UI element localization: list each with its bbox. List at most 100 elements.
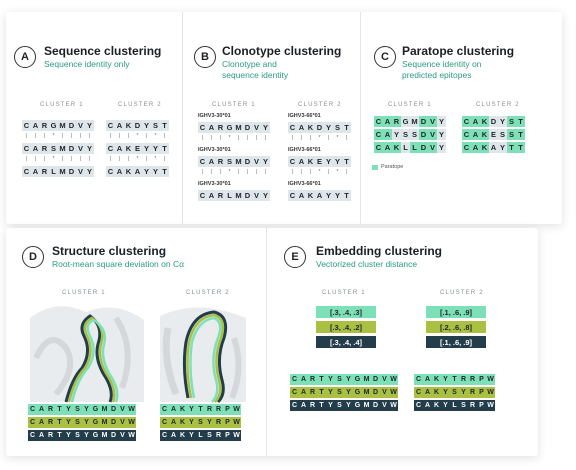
alignment-mark: * <box>318 135 321 141</box>
alignment-mark: | <box>70 156 73 162</box>
panel-b-cluster1-label: CLUSTER 1 <box>212 102 256 108</box>
residue-cell: S <box>498 129 507 140</box>
alignment-mark: | <box>264 135 267 141</box>
residue-cell: R <box>46 417 55 428</box>
alignment-mark: | <box>300 135 303 141</box>
residue-cell: D <box>419 129 428 140</box>
panel-a-cluster2-marks: |||*|*| <box>106 155 169 163</box>
panel-d-cluster1-label: CLUSTER 1 <box>62 290 106 296</box>
residue-cell: V <box>252 190 261 201</box>
residue-cell: K <box>178 430 187 441</box>
residue-cell: R <box>308 387 317 398</box>
panel-e-cluster2-label: CLUSTER 2 <box>440 290 484 296</box>
surface-fold-3 <box>162 327 180 396</box>
residue-cell: D <box>315 122 324 133</box>
alignment-mark: | <box>145 133 148 139</box>
alignment-mark: | <box>61 156 64 162</box>
residue-cell: S <box>73 404 82 415</box>
germline-label-cluster1: IGHV3-30*01 <box>198 147 231 153</box>
residue-cell: E <box>133 143 142 154</box>
residue-cell: D <box>371 374 380 385</box>
residue-cell: W <box>389 387 398 398</box>
residue-cell: T <box>160 143 169 154</box>
alignment-mark: * <box>136 133 139 139</box>
residue-cell: W <box>486 400 495 411</box>
residue-cell: Y <box>333 190 342 201</box>
residue-cell: A <box>297 190 306 201</box>
residue-cell: T <box>196 404 205 415</box>
alignment-mark: | <box>109 133 112 139</box>
residue-cell: K <box>124 143 133 154</box>
residue-cell: A <box>169 430 178 441</box>
residue-cell: Y <box>187 430 196 441</box>
panel-c-badge: C <box>374 46 396 68</box>
residue-cell: A <box>207 156 216 167</box>
residue-cell: M <box>58 166 67 177</box>
alignment-mark: | <box>345 169 348 175</box>
residue-cell: Y <box>85 120 94 131</box>
residue-cell: A <box>423 374 432 385</box>
residue-cell: W <box>486 387 495 398</box>
residue-cell: W <box>127 404 136 415</box>
residue-cell: C <box>462 116 471 127</box>
residue-cell: S <box>225 156 234 167</box>
alignment-mark: | <box>163 133 166 139</box>
residue-cell: K <box>306 190 315 201</box>
alignment-mark: | <box>309 169 312 175</box>
residue-cell: M <box>362 374 371 385</box>
residue-cell: Y <box>326 387 335 398</box>
residue-cell: K <box>178 417 187 428</box>
residue-cell: M <box>362 387 371 398</box>
residue-cell: S <box>450 387 459 398</box>
alignment-mark: | <box>201 135 204 141</box>
residue-cell: T <box>507 142 516 153</box>
ribbon-olive-2 <box>186 313 225 403</box>
residue-cell: Y <box>441 400 450 411</box>
residue-cell: C <box>28 430 37 441</box>
residue-cell: M <box>234 156 243 167</box>
residue-cell: M <box>362 400 371 411</box>
residue-cell: C <box>106 166 115 177</box>
residue-cell: R <box>216 122 225 133</box>
residue-cell: T <box>317 387 326 398</box>
residue-cell: S <box>73 430 82 441</box>
residue-cell: A <box>315 190 324 201</box>
structure-cluster-2-image <box>160 307 246 404</box>
residue-cell: V <box>76 120 85 131</box>
residue-cell: V <box>428 129 437 140</box>
residue-cell: S <box>333 122 342 133</box>
residue-cell: C <box>106 143 115 154</box>
residue-cell: Y <box>344 400 353 411</box>
residue-cell: C <box>374 116 383 127</box>
panel-e-badge: E <box>284 246 306 268</box>
residue-cell: L <box>410 142 419 153</box>
residue-cell: A <box>115 143 124 154</box>
residue-cell: T <box>317 374 326 385</box>
residue-cell: A <box>383 116 392 127</box>
residue-cell: C <box>198 190 207 201</box>
residue-cell: V <box>428 116 437 127</box>
residue-cell: D <box>419 116 428 127</box>
residue-cell: G <box>91 404 100 415</box>
residue-cell: K <box>432 374 441 385</box>
residue-cell: Y <box>64 417 73 428</box>
alignment-mark: | <box>127 156 130 162</box>
residue-cell: R <box>46 430 55 441</box>
residue-cell: C <box>288 190 297 201</box>
alignment-mark: | <box>255 135 258 141</box>
residue-cell: A <box>471 142 480 153</box>
residue-cell: K <box>124 120 133 131</box>
embedding-vector-cluster2: [.1, .6, .9] <box>426 306 486 318</box>
alignment-mark: | <box>118 156 121 162</box>
residue-cell: A <box>207 190 216 201</box>
residue-cell: R <box>468 374 477 385</box>
residue-cell: K <box>178 404 187 415</box>
residue-cell: Y <box>326 374 335 385</box>
residue-cell: G <box>353 400 362 411</box>
